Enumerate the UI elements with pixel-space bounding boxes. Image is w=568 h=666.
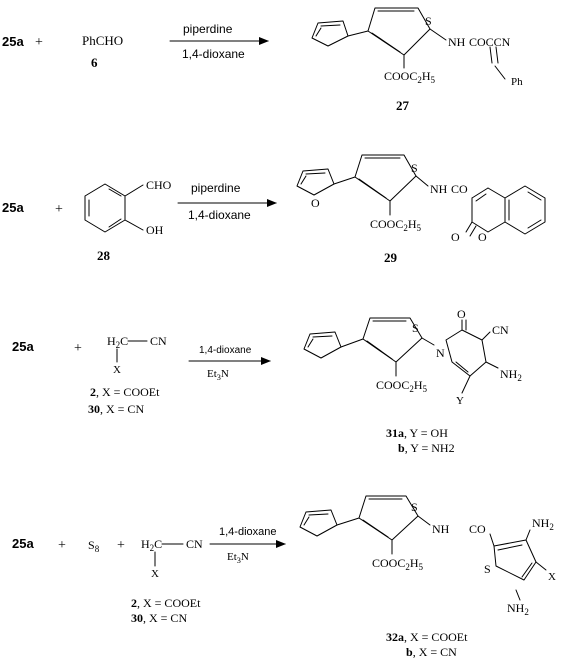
atom-s: S: [412, 321, 419, 335]
atom-o: O: [457, 307, 466, 321]
group-cho: CHO: [146, 178, 172, 192]
reactant-25a: 25a: [12, 339, 34, 354]
group-cn: CN: [150, 334, 167, 348]
legend-text: , X = COOEt: [404, 630, 468, 644]
group-nh2: NH2: [500, 367, 522, 383]
reactant-phcho: PhCHO: [82, 33, 123, 48]
group-nh2-bottom: NH2: [507, 601, 529, 617]
condition-dioxane: 1,4-dioxane: [182, 47, 245, 61]
plus-sign: +: [35, 35, 43, 50]
condition-piperdine: piperdine: [191, 181, 241, 195]
group-h2c: H2C: [141, 537, 162, 553]
atom-nh: NH: [448, 35, 466, 49]
legend-text: , X = COOEt: [137, 596, 201, 610]
condition-piperdine: piperdine: [183, 22, 233, 36]
group-x: X: [548, 571, 556, 583]
atom-nh: NH: [432, 522, 450, 536]
legend-text: , Y = NH2: [405, 441, 455, 455]
group-ester: COOC2H5: [372, 556, 424, 572]
atom-s-ring: S: [484, 562, 491, 576]
salicylaldehyde-structure: [84, 183, 144, 233]
atom-s: S: [411, 500, 418, 514]
reaction-2: 25a + CHO OH 28 piperdine 1,4-dioxane: [2, 154, 546, 265]
condition-et3n: Et3N: [227, 551, 249, 565]
group-ester: COOC2H5: [376, 378, 428, 394]
condition-dioxane: 1,4-dioxane: [188, 208, 251, 222]
compound-number-31b: b: [398, 441, 405, 455]
reactant-25a: 25a: [2, 200, 24, 215]
product-31-structure: [303, 317, 499, 394]
legend-text: , X = COOEt: [96, 385, 160, 399]
legend-text: , Y = OH: [404, 426, 448, 440]
group-h2c: H2C: [107, 334, 128, 350]
svg-text:31a, Y = OH: 31a, Y = OH: [386, 426, 448, 440]
atom-o-furan: O: [311, 196, 320, 210]
atom-o-ring: O: [478, 230, 487, 244]
compound-number-27: 27: [396, 98, 410, 113]
svg-text:b, Y = NH2: b, Y = NH2: [398, 441, 455, 455]
atom-n: N: [436, 346, 445, 360]
svg-text:b, X = CN: b, X = CN: [406, 645, 457, 659]
condition-dioxane: 1,4-dioxane: [199, 345, 252, 356]
svg-text:30, X = CN: 30, X = CN: [131, 611, 187, 625]
svg-text:2, X = COOEt: 2, X = COOEt: [131, 596, 201, 610]
condition-dioxane: 1,4-dioxane: [219, 526, 277, 538]
legend-text: , X = CN: [100, 402, 144, 416]
atom-s: S: [425, 14, 432, 28]
group-ester: COOC2H5: [370, 217, 422, 233]
reaction-4: 25a + S8 + H2C CN X 2, X = COOEt 30, X =…: [12, 495, 556, 659]
group-oh: OH: [146, 223, 164, 237]
plus-sign: +: [58, 538, 66, 553]
compound-number-28: 28: [97, 248, 111, 263]
compound-number-29: 29: [384, 250, 398, 265]
group-nh2-top: NH2: [532, 516, 554, 532]
group-cn: CN: [492, 323, 509, 337]
group-co: CO: [469, 522, 486, 536]
group-x: X: [113, 364, 121, 376]
plus-sign: +: [117, 538, 125, 553]
compound-number-30: 30: [131, 611, 143, 625]
product-27-structure: [311, 7, 506, 80]
group-x: X: [151, 568, 159, 580]
reactant-s8: S8: [88, 538, 100, 554]
svg-text:30, X = CN: 30, X = CN: [88, 402, 144, 416]
group-cn: CN: [186, 537, 203, 551]
atom-nh: NH: [430, 182, 448, 196]
atom-o-carbonyl: O: [451, 230, 460, 244]
group-cocn: COCCN: [469, 35, 511, 49]
compound-number-31a: 31a: [386, 426, 404, 440]
group-ph: Ph: [511, 76, 523, 88]
legend-text: , X = CN: [413, 645, 457, 659]
legend-text: , X = CN: [143, 611, 187, 625]
compound-number-6: 6: [91, 55, 98, 70]
svg-text:2, X = COOEt: 2, X = COOEt: [90, 385, 160, 399]
svg-text:32a, X = COOEt: 32a, X = COOEt: [386, 630, 468, 644]
reactant-25a: 25a: [12, 536, 34, 551]
compound-number-30: 30: [88, 402, 100, 416]
group-ester: COOC2H5: [384, 69, 436, 85]
product-32-structure: [299, 495, 547, 601]
group-co: CO: [451, 182, 468, 196]
plus-sign: +: [74, 341, 82, 356]
product-29-structure: [296, 154, 546, 237]
compound-number-2: 2: [90, 385, 96, 399]
reactant-25a: 25a: [2, 34, 24, 49]
reaction-1: 25a + PhCHO 6 piperdine 1,4-dioxane S NH…: [2, 7, 523, 113]
atom-s: S: [411, 161, 418, 175]
group-y: Y: [456, 395, 464, 407]
reaction-3: 25a + H2C CN X 2, X = COOEt 30, X = CN 1…: [12, 307, 522, 455]
compound-number-32b: b: [406, 645, 413, 659]
compound-number-32a: 32a: [386, 630, 404, 644]
condition-et3n: Et3N: [207, 368, 229, 382]
compound-number-2: 2: [131, 596, 137, 610]
plus-sign: +: [55, 202, 63, 217]
